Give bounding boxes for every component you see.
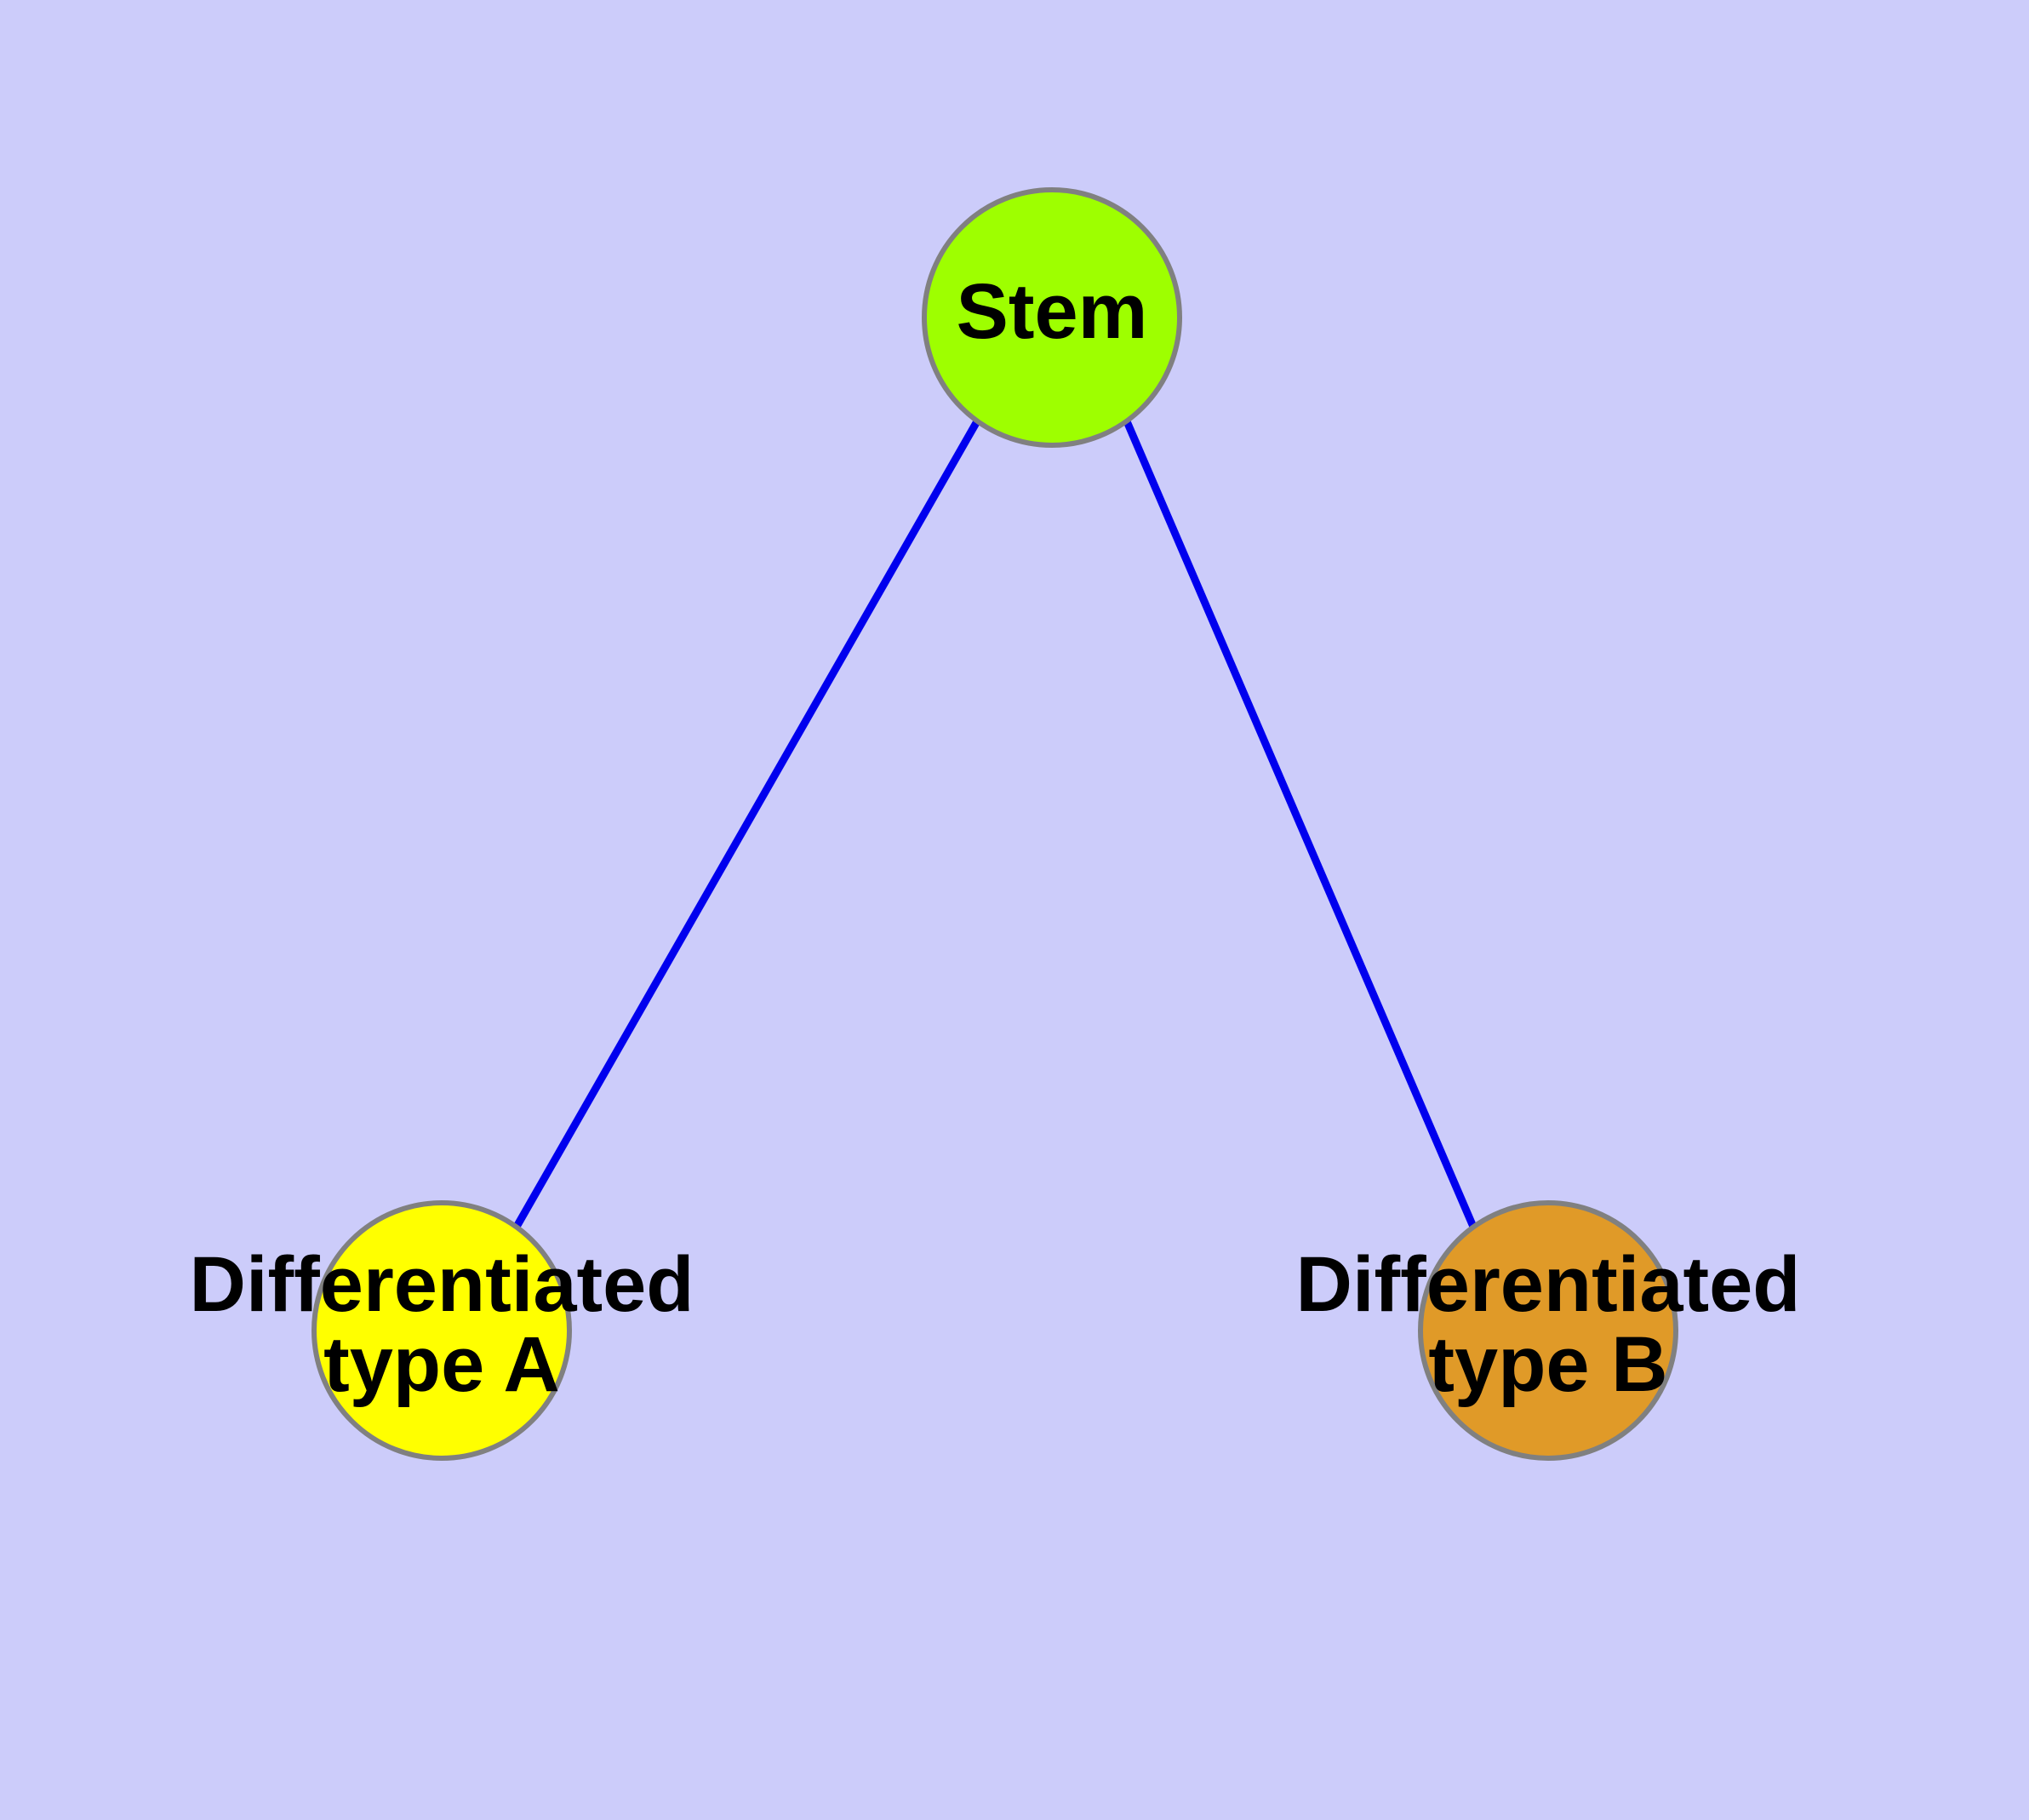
node-differentiated-type-a[interactable] bbox=[311, 1200, 572, 1461]
node-label-stem: Stem bbox=[957, 268, 1148, 355]
edges-group bbox=[513, 419, 1477, 1229]
node-label-line: Differentiated bbox=[1296, 1241, 1801, 1328]
node-differentiated-type-b[interactable] bbox=[1418, 1200, 1678, 1461]
node-label-line: type B bbox=[1428, 1321, 1667, 1408]
node-label-line: Differentiated bbox=[190, 1241, 694, 1328]
nodes-group bbox=[311, 187, 1678, 1461]
edge-stem-to-differentiated-type-a[interactable] bbox=[513, 419, 980, 1229]
node-label-line: Stem bbox=[957, 268, 1148, 355]
node-stem[interactable] bbox=[922, 187, 1182, 448]
node-label-line: type A bbox=[323, 1321, 560, 1408]
edge-stem-to-differentiated-type-b[interactable] bbox=[1123, 420, 1477, 1228]
